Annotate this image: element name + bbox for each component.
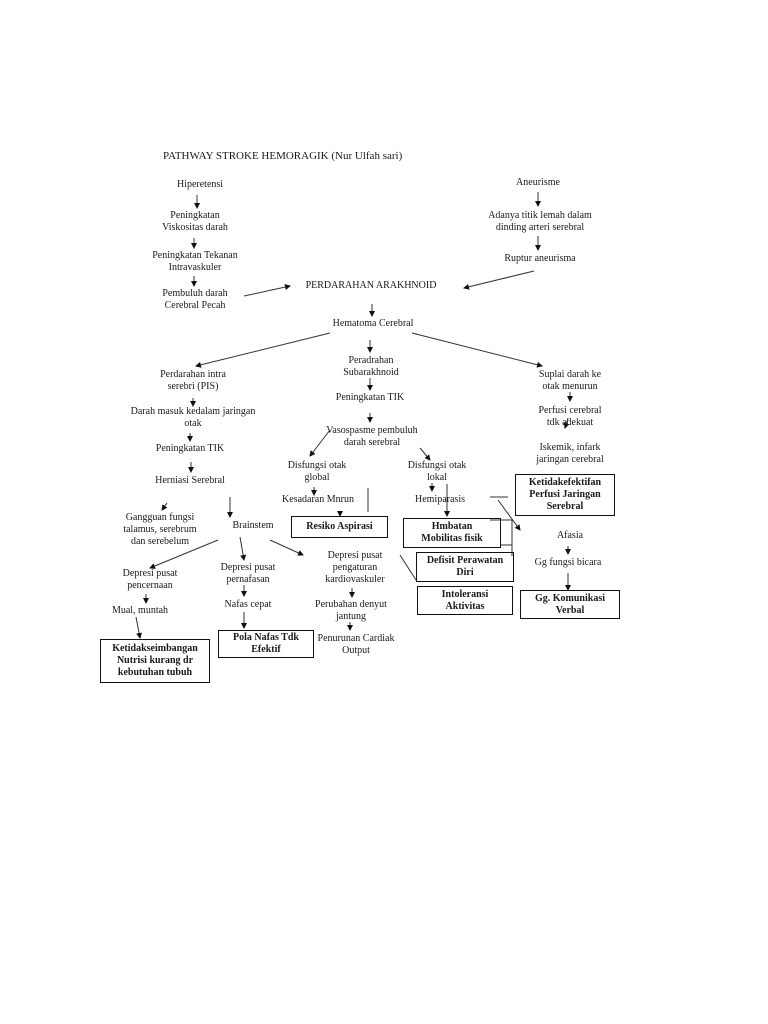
node-kesadaran: Kesadaran Mnrun xyxy=(282,494,354,505)
node-herniasi: Herniasi Serebral xyxy=(155,475,225,486)
node-ruptur: Ruptur aneurisma xyxy=(504,253,576,264)
node-hemiparasis: Hemiparasis xyxy=(415,494,465,505)
diagnosis-resiko-aspirasi: Resiko Aspirasi xyxy=(291,516,388,538)
node-mual-muntah: Mual, muntah xyxy=(111,605,169,616)
diagram-title: PATHWAY STROKE HEMORAGIK (Nur Ulfah sari… xyxy=(163,150,403,162)
node-gg-bicara: Gg fungsi bicara xyxy=(534,557,602,568)
node-brainstem: Brainstem xyxy=(232,520,274,531)
node-tik-center: Peningkatan TIK xyxy=(335,392,405,403)
node-perdarahan-arakhnoid: PERDARAHAN ARAKHNOID xyxy=(305,280,437,291)
node-nafas-cepat: Nafas cepat xyxy=(224,599,272,610)
node-aneurisme: Aneurisme xyxy=(516,177,560,188)
node-hematoma: Hematoma Cerebral xyxy=(332,318,414,329)
node-tik-left: Peningkatan TIK xyxy=(155,443,225,454)
node-hipertensi: Hiperetensi xyxy=(176,179,224,190)
node-afasia: Afasia xyxy=(556,530,584,541)
